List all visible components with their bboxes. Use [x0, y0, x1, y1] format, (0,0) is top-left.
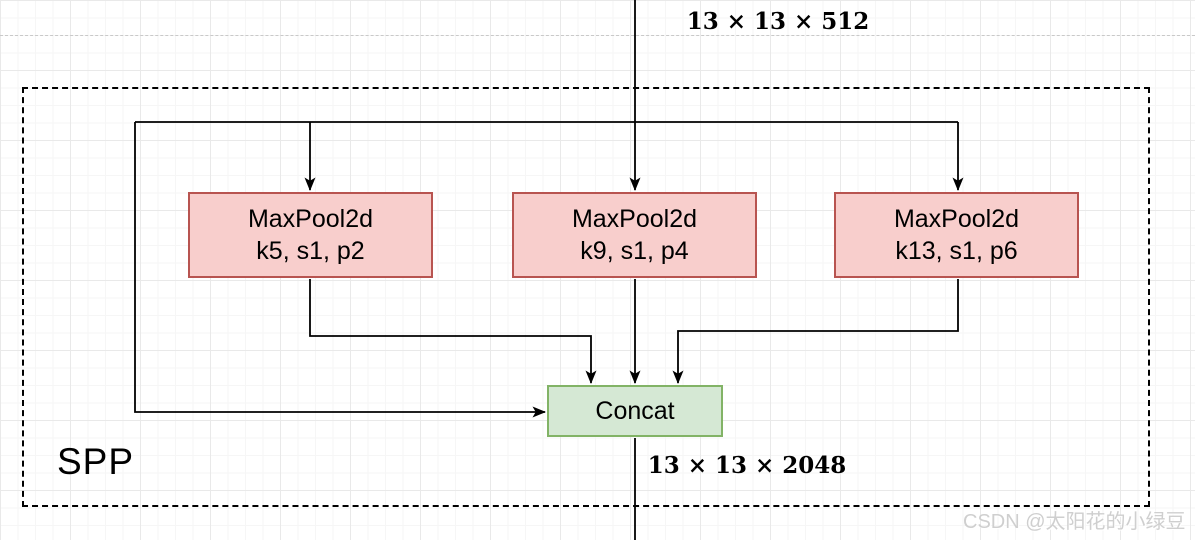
- maxpool-k5-params: k5, s1, p2: [256, 237, 365, 265]
- spp-module-container: SPP: [22, 87, 1150, 507]
- page-boundary-line: [0, 35, 1195, 36]
- input-shape-label: 13 × 13 × 512: [686, 8, 870, 35]
- maxpool-k9-params: k9, s1, p4: [580, 237, 689, 265]
- spp-module-label: SPP: [57, 441, 135, 482]
- maxpool-k9-node: MaxPool2d k9, s1, p4: [512, 192, 757, 278]
- concat-node: Concat: [547, 385, 723, 437]
- maxpool-k13-node: MaxPool2d k13, s1, p6: [834, 192, 1079, 278]
- concat-label: Concat: [595, 397, 675, 425]
- maxpool-k9-title: MaxPool2d: [571, 205, 698, 233]
- maxpool-k5-node: MaxPool2d k5, s1, p2: [188, 192, 433, 278]
- output-shape-label: 13 × 13 × 2048: [647, 452, 847, 479]
- maxpool-k5-title: MaxPool2d: [247, 205, 374, 233]
- maxpool-k13-params: k13, s1, p6: [895, 237, 1018, 265]
- csdn-watermark: CSDN @太阳花的小绿豆: [963, 511, 1186, 533]
- maxpool-k13-title: MaxPool2d: [893, 205, 1020, 233]
